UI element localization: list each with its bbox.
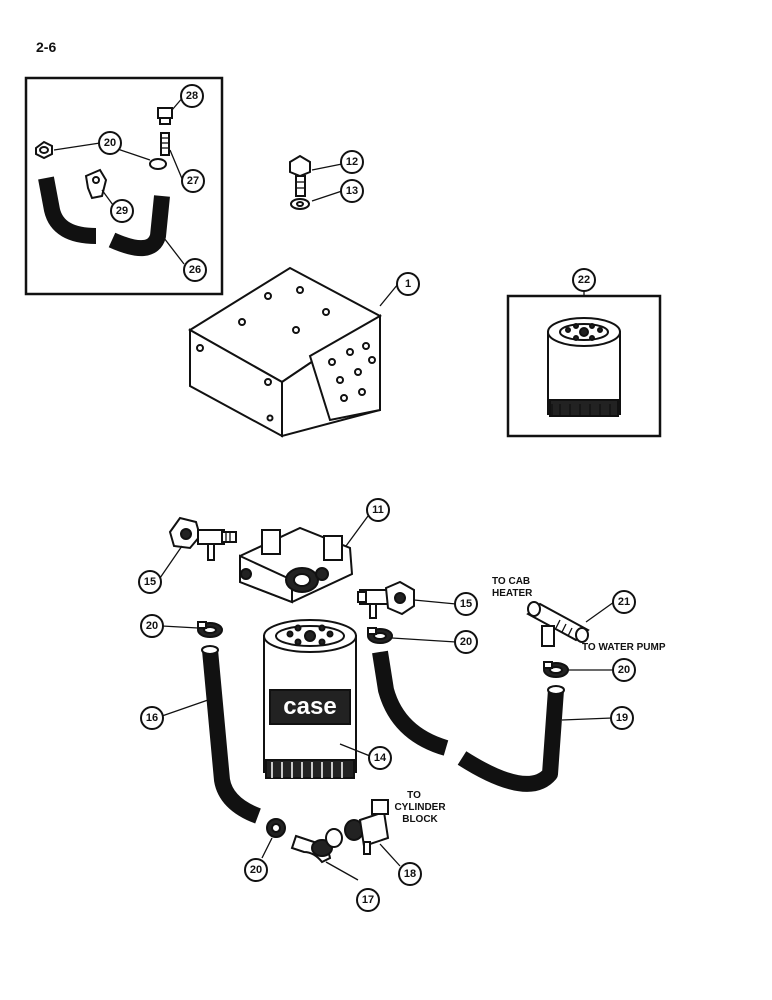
svg-text:20: 20: [618, 664, 630, 676]
callout-29: 29: [110, 199, 134, 223]
callout-20-mid: 20: [454, 630, 478, 654]
callout-20-left: 20: [140, 614, 164, 638]
bracket-part-1: [188, 266, 382, 438]
label-to-cab-heater-2: HEATER: [492, 588, 533, 599]
elbow-part-17: [290, 828, 343, 864]
valve-part-18: [344, 799, 390, 855]
svg-text:15: 15: [144, 576, 156, 588]
svg-text:16: 16: [146, 712, 158, 724]
cap-part-28: [157, 107, 173, 125]
svg-text:27: 27: [187, 175, 199, 187]
callout-1: 1: [396, 272, 420, 296]
svg-text:26: 26: [189, 264, 201, 276]
filter-part-14: case: [263, 619, 357, 779]
callout-21: 21: [612, 590, 636, 614]
svg-text:19: 19: [616, 712, 628, 724]
page-number: 2-6: [36, 39, 56, 55]
bolt-part-12: [289, 154, 311, 197]
svg-text:17: 17: [362, 894, 374, 906]
svg-text:1: 1: [405, 278, 411, 290]
filter-head-part-11: [239, 526, 354, 604]
callout-22: 22: [572, 268, 596, 292]
callout-26: 26: [183, 258, 207, 282]
svg-text:11: 11: [372, 504, 384, 516]
callout-28: 28: [180, 84, 204, 108]
callout-20-right: 20: [612, 658, 636, 682]
callout-20-inset: 20: [98, 131, 122, 155]
callout-14: 14: [368, 746, 392, 770]
filter-brand-logo: case: [283, 693, 336, 720]
label-to-water-pump: TO WATER PUMP: [582, 642, 666, 653]
svg-text:22: 22: [578, 274, 590, 286]
callout-16: 16: [140, 706, 164, 730]
svg-text:15: 15: [460, 598, 472, 610]
svg-text:20: 20: [460, 636, 472, 648]
svg-text:29: 29: [116, 205, 128, 217]
valve-part-15-left: [168, 516, 237, 561]
tee-fitting-part-21: [526, 601, 590, 647]
callout-18: 18: [398, 862, 422, 886]
nut-part-20: [35, 140, 53, 160]
callout-13: 13: [340, 179, 364, 203]
callout-17: 17: [356, 888, 380, 912]
label-to-cylinder-block-3: BLOCK: [402, 814, 438, 825]
svg-text:12: 12: [346, 156, 358, 168]
clip-part-29: [84, 168, 108, 200]
callout-15-right: 15: [454, 592, 478, 616]
svg-text:20: 20: [104, 137, 116, 149]
hose-part-26: [38, 176, 170, 256]
callout-19: 19: [610, 706, 634, 730]
label-to-cylinder-block-1: TO: [407, 790, 421, 801]
label-to-cylinder-block-2: CYLINDER: [394, 802, 446, 813]
svg-text:21: 21: [618, 596, 630, 608]
svg-text:28: 28: [186, 90, 198, 102]
clamp-part-20-c: [543, 661, 569, 678]
svg-text:14: 14: [374, 752, 387, 764]
clamp-part-20: [149, 158, 167, 170]
hose-part-16: [201, 645, 262, 824]
hose-part-19: [372, 650, 565, 792]
callout-20-bottom: 20: [244, 858, 268, 882]
callout-12: 12: [340, 150, 364, 174]
svg-text:13: 13: [346, 185, 358, 197]
valve-part-15-right: [357, 580, 415, 619]
label-to-cab-heater-1: TO CAB: [492, 576, 530, 587]
washer-part-13: [290, 198, 310, 210]
filter-brand-band: [269, 689, 351, 725]
callout-27: 27: [181, 169, 205, 193]
clamp-part-20-d: [266, 818, 286, 838]
clamp-part-20-b: [367, 627, 393, 644]
svg-text:20: 20: [146, 620, 158, 632]
inset-filter-22: [506, 294, 662, 438]
callout-11: 11: [366, 498, 390, 522]
svg-text:20: 20: [250, 864, 262, 876]
fitting-part-27: [160, 132, 170, 156]
callout-15-left: 15: [138, 570, 162, 594]
svg-text:18: 18: [404, 868, 416, 880]
clamp-part-20-a: [197, 621, 223, 638]
